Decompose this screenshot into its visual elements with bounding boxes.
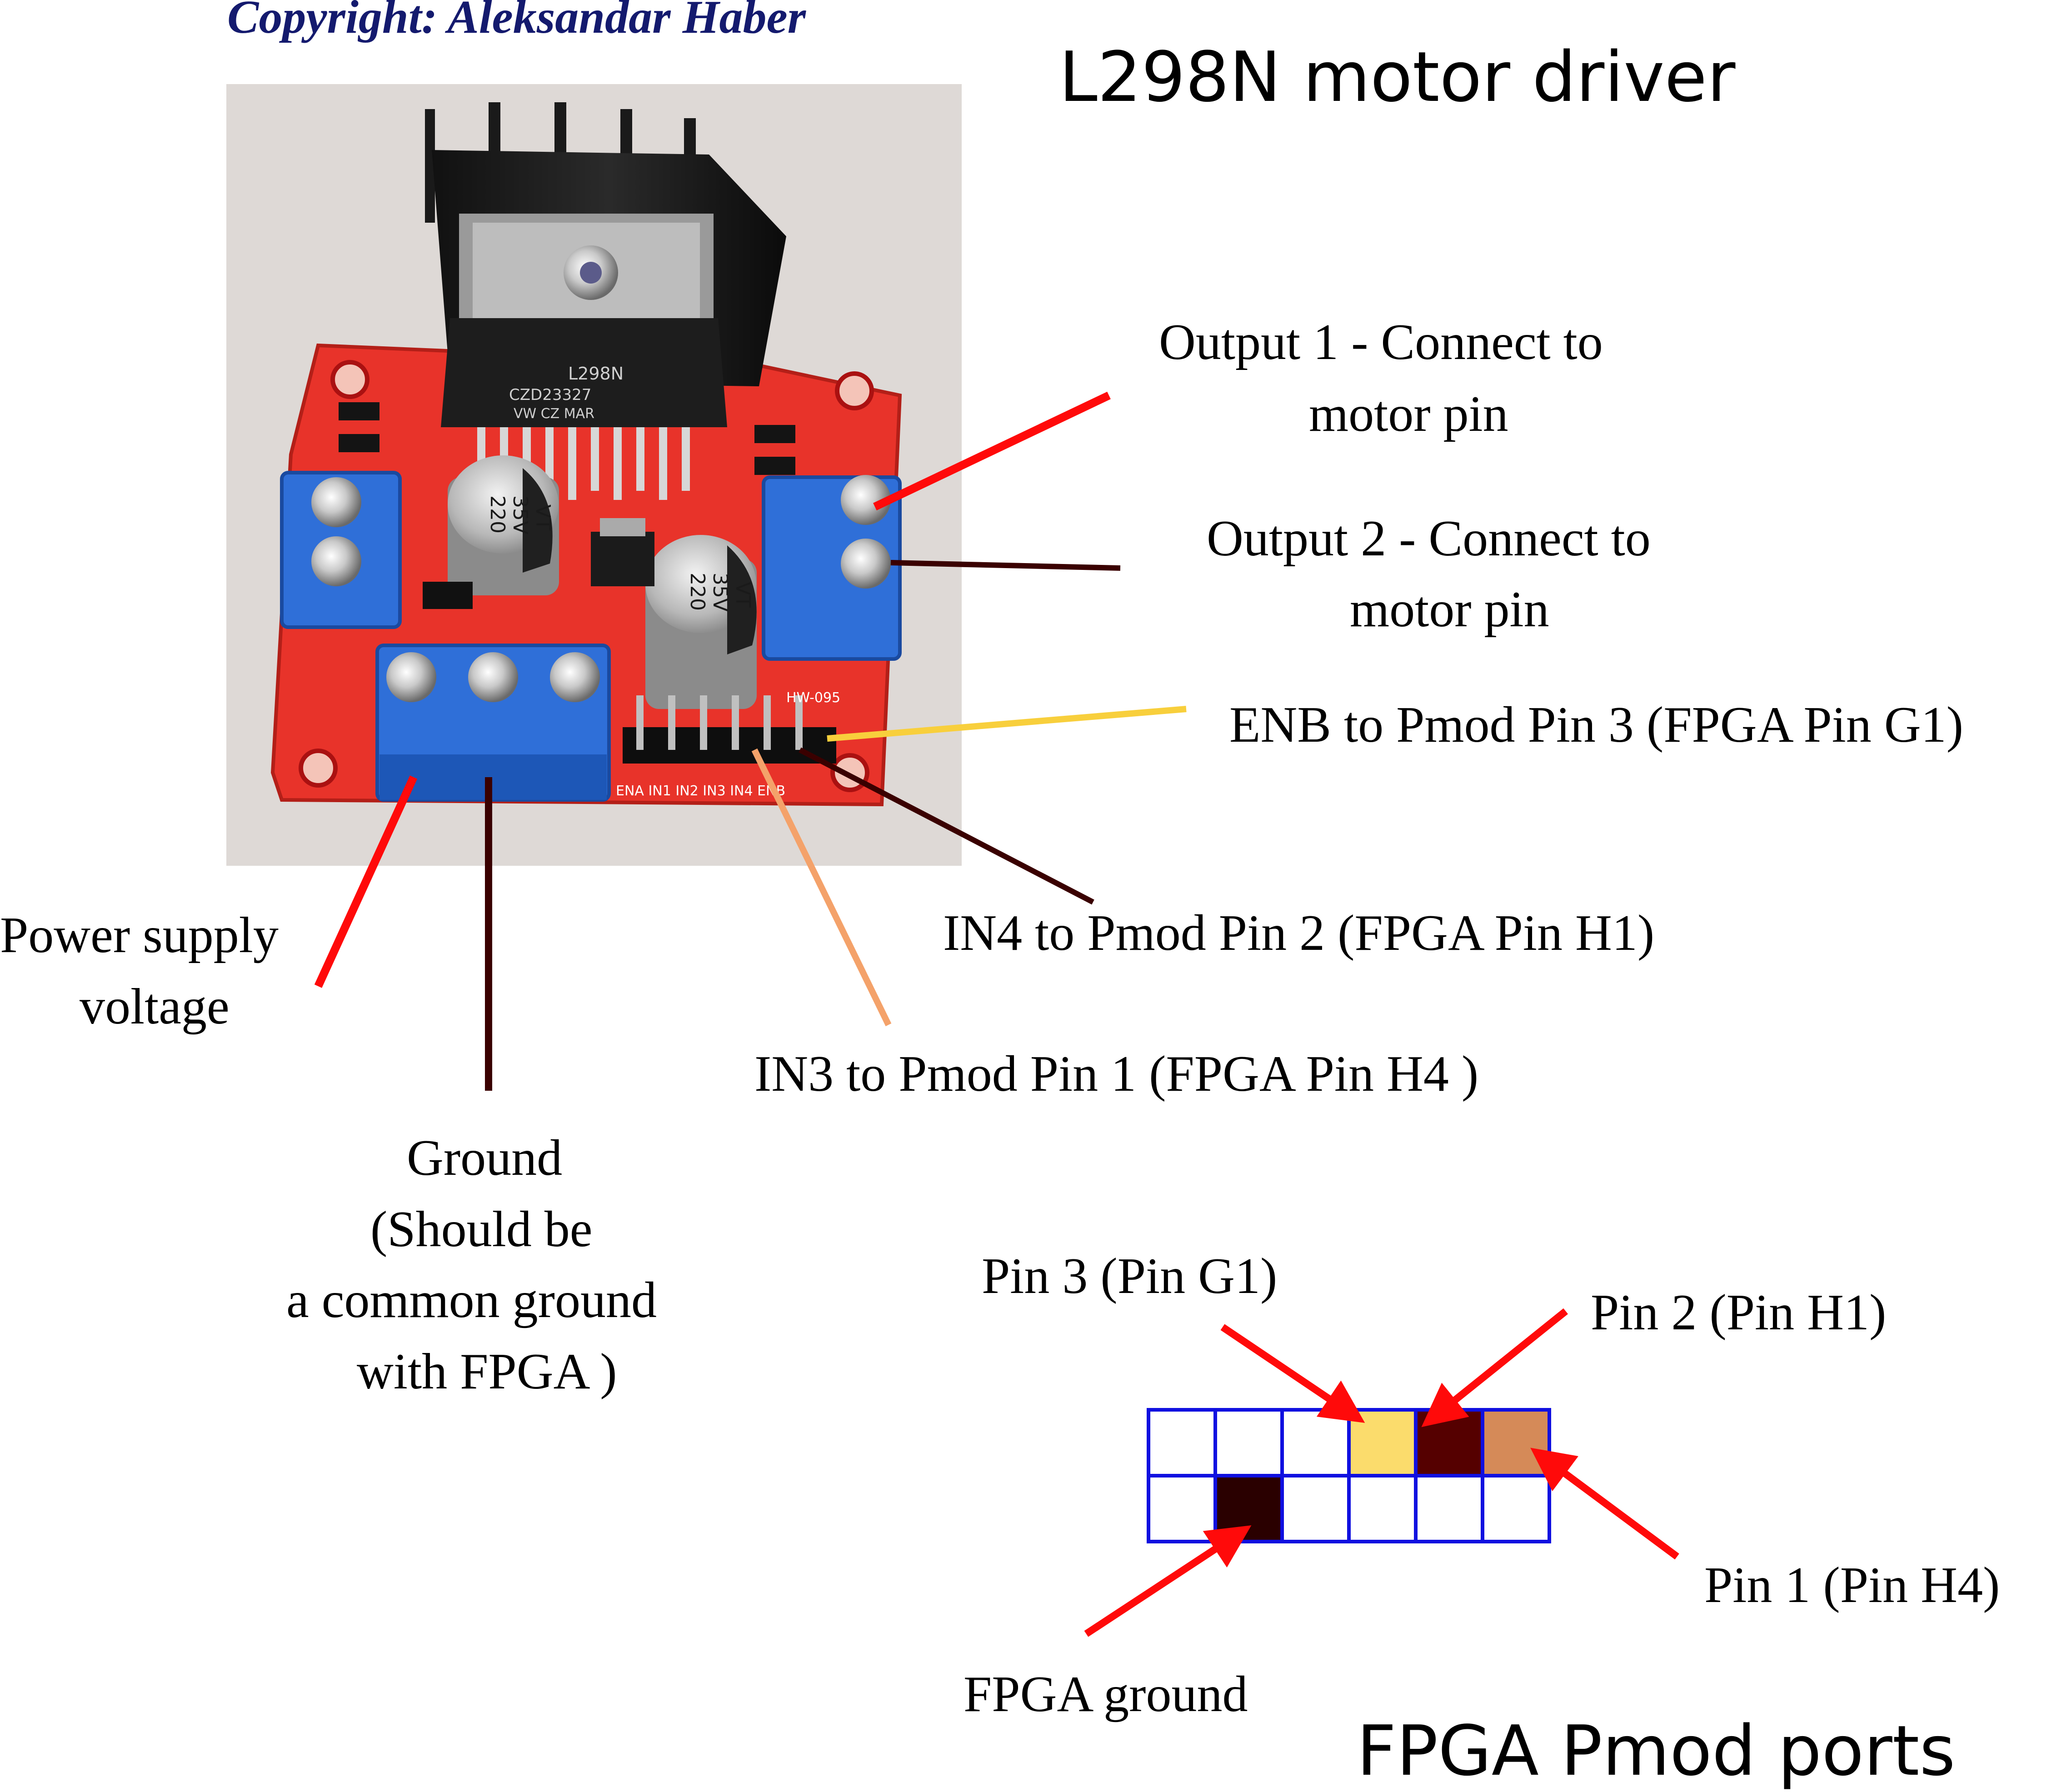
wire-in3 xyxy=(751,748,892,1027)
power-label-line1: Power supply xyxy=(0,907,279,963)
ground-label-line1: Ground xyxy=(407,1130,562,1186)
ground-label-line4: with FPGA ) xyxy=(357,1343,617,1400)
pmod-labels: Pin 3 (Pin G1) Pin 2 (Pin H1) Pin 1 (Pin… xyxy=(964,1248,2000,1722)
voltage-regulator xyxy=(591,532,654,586)
power-label-line2: voltage xyxy=(80,978,230,1035)
chip-marking-3: VW CZ MAR xyxy=(514,406,594,422)
pmod-ground-cell xyxy=(1215,1476,1282,1542)
wire-power xyxy=(314,775,418,988)
pmod-pin-3-cell xyxy=(1349,1410,1416,1476)
pmod-pin3-label: Pin 3 (Pin G1) xyxy=(982,1248,1277,1304)
arrow-ground xyxy=(1084,1525,1252,1637)
left-terminal-block xyxy=(280,471,402,629)
board-photo: L298N CZD23327 VW CZ MAR xyxy=(226,84,962,866)
output2-label-line1: Output 2 - Connect to xyxy=(1207,510,1651,567)
ground-label-line2: (Should be xyxy=(370,1201,592,1258)
wires xyxy=(314,391,1187,1091)
in3-label: IN3 to Pmod Pin 1 (FPGA Pin H4 ) xyxy=(754,1046,1478,1102)
control-header: ENA IN1 IN2 IN3 IN4 ENB HW-095 xyxy=(616,690,840,799)
chip-marking-2: CZD23327 xyxy=(509,386,591,404)
output2-label-line2: motor pin xyxy=(1350,581,1549,638)
smd-diodes xyxy=(339,402,795,475)
pmod-pin1-label: Pin 1 (Pin H4) xyxy=(1704,1557,2000,1613)
diagram-title: L298N motor driver xyxy=(1059,37,1736,117)
wire-output-2 xyxy=(890,560,1121,571)
arrow-pin1 xyxy=(1530,1448,1679,1560)
arrow-pin2 xyxy=(1421,1308,1568,1428)
in4-label: IN4 to Pmod Pin 2 (FPGA Pin H1) xyxy=(943,905,1654,961)
wire-output-1 xyxy=(873,391,1111,511)
jumper xyxy=(423,582,473,609)
output-terminal-block xyxy=(762,475,902,661)
cap1-label-1: 220 xyxy=(486,495,509,534)
output1-label-line2: motor pin xyxy=(1309,386,1508,442)
capacitor-1: 220 35V VT xyxy=(448,455,559,595)
pmod-pin-1-cell xyxy=(1483,1410,1549,1476)
cap2-label-3: VT xyxy=(731,582,754,608)
copyright-text: Copyright: Aleksandar Haber xyxy=(227,0,807,43)
arrow-pin3 xyxy=(1220,1324,1365,1423)
pmod-port-grid xyxy=(1147,1408,1551,1543)
pmod-arrows xyxy=(1084,1308,1679,1637)
mounting-holes xyxy=(299,360,874,792)
cap2-label-1: 220 xyxy=(686,573,709,611)
regulator-tab xyxy=(600,518,645,536)
cap2-label-2: 35V xyxy=(709,573,732,612)
power-terminal-block xyxy=(375,644,611,802)
cap1-label-2: 35V xyxy=(509,495,532,534)
annotations: Output 1 - Connect to motor pin Output 2… xyxy=(0,314,1963,1400)
wire-in4 xyxy=(799,747,1094,905)
ground-label-line3: a common ground xyxy=(286,1272,657,1328)
pmod-pin2-label: Pin 2 (Pin H1) xyxy=(1591,1284,1886,1341)
pmod-ground-label: FPGA ground xyxy=(964,1666,1248,1722)
pmod-title: FPGA Pmod ports xyxy=(1357,1711,1955,1791)
board-id: HW-095 xyxy=(786,690,840,706)
wire-enb xyxy=(827,706,1187,742)
output1-label-line1: Output 1 - Connect to xyxy=(1159,314,1603,370)
cap1-label-3: VT xyxy=(531,504,554,530)
enb-label: ENB to Pmod Pin 3 (FPGA Pin G1) xyxy=(1229,697,1963,753)
header-pin-labels: ENA IN1 IN2 IN3 IN4 ENB xyxy=(616,783,785,799)
capacitor-2: 220 35V VT xyxy=(645,535,757,709)
l298n-chip: L298N CZD23327 VW CZ MAR xyxy=(441,245,727,500)
chip-marking-1: L298N xyxy=(568,364,624,384)
